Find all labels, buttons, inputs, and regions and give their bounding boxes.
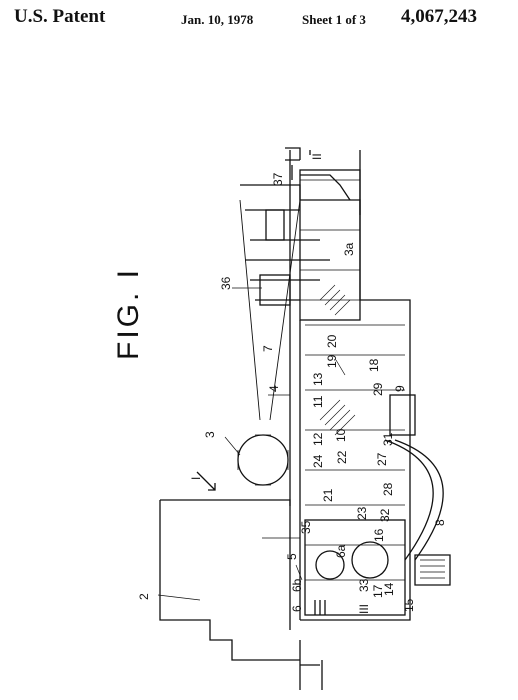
- grip-ridges: [420, 559, 445, 579]
- handle-8: [384, 439, 444, 561]
- patent-date: Jan. 10, 1978: [181, 12, 254, 27]
- ref-22: 22: [335, 450, 349, 464]
- ref-4: 4: [267, 385, 281, 392]
- ref-9: 9: [393, 385, 407, 392]
- arrow-I: [196, 471, 216, 491]
- hatching: [319, 284, 356, 436]
- ref-20: 20: [325, 334, 339, 348]
- knob-9: [389, 394, 416, 436]
- ref-19: 19: [325, 354, 339, 368]
- ref-16: 16: [372, 528, 386, 542]
- frame-end: [299, 640, 323, 690]
- ref-6b: 6b: [290, 578, 304, 592]
- axis-mark-III: [314, 600, 326, 615]
- frame-outline: [159, 499, 300, 661]
- pulley-block: [299, 169, 361, 321]
- ref-14: 14: [382, 582, 396, 596]
- ref-21: 21: [321, 488, 335, 502]
- ref-11: 11: [311, 395, 325, 408]
- pulley-teeth: [237, 434, 289, 486]
- ref-3: 3: [203, 431, 217, 438]
- ref-32: 32: [378, 508, 392, 522]
- ref-3a: 3a: [342, 242, 356, 256]
- ref-27: 27: [375, 452, 389, 466]
- ref-23: 23: [355, 506, 369, 520]
- ref-12: 12: [311, 432, 325, 446]
- ref-6a: 6a: [334, 544, 348, 558]
- ref-17: 17: [371, 584, 385, 598]
- ref-35: 35: [299, 520, 313, 534]
- lower-block: [304, 519, 406, 616]
- patent-number: 4,067,243: [401, 6, 477, 27]
- ref-28: 28: [381, 482, 395, 496]
- ref-2: 2: [137, 593, 151, 600]
- ref-13: 13: [311, 372, 325, 386]
- hub-upper: [265, 209, 285, 241]
- ref-I: I: [189, 477, 203, 480]
- sheet-indicator: Sheet 1 of 3: [302, 12, 366, 27]
- ref-24: 24: [311, 454, 325, 468]
- ref-29: 29: [371, 382, 385, 396]
- housing-sections: [305, 324, 405, 581]
- ref-7: 7: [261, 345, 275, 352]
- ref-33: 33: [357, 578, 371, 592]
- ref-10: 10: [334, 428, 348, 442]
- ref-8: 8: [433, 519, 447, 526]
- ref-36: 36: [219, 276, 233, 290]
- pulley-lines: [300, 179, 360, 301]
- pulley-hub: [259, 274, 291, 306]
- ref-18: 18: [367, 358, 381, 372]
- ref-37: 37: [271, 172, 285, 186]
- ref-5: 5: [285, 553, 299, 560]
- ref-31: 31: [381, 432, 395, 446]
- ref-II: II: [310, 153, 324, 160]
- patent-header: U.S. Patent Jan. 10, 1978 Sheet 1 of 3 4…: [0, 4, 518, 30]
- handle-grip: [414, 554, 451, 586]
- ref-III: III: [357, 604, 371, 614]
- ref-6: 6: [290, 605, 304, 612]
- gear-16: [351, 541, 389, 579]
- bracket-37: [285, 147, 351, 201]
- ref-15: 15: [402, 598, 416, 612]
- reference-numerals: I 2 3 3a 4 5 6 6a 6b 7 8 9 10 11 12 13 1…: [137, 153, 447, 614]
- drawing-lines: [157, 147, 451, 690]
- pulley-3: [237, 434, 289, 486]
- gear-6a: [315, 550, 345, 580]
- belt-lines: [239, 199, 301, 421]
- leader-lines: [157, 287, 346, 601]
- patent-title: U.S. Patent: [14, 6, 106, 27]
